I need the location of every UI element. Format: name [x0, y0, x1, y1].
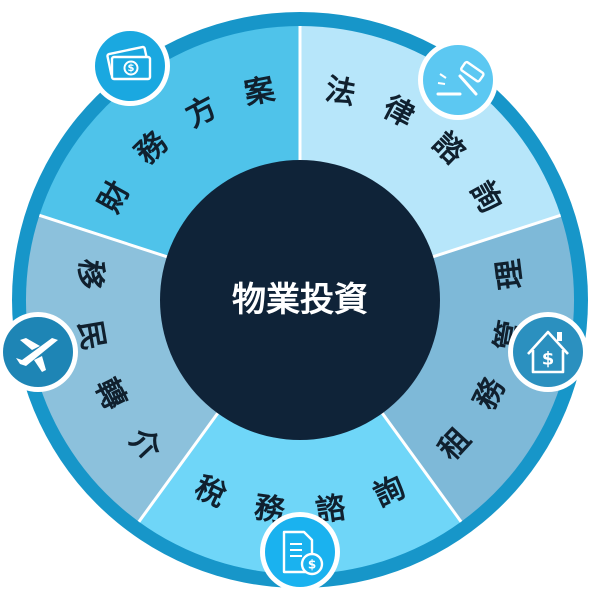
svg-text:$: $ — [308, 558, 316, 572]
svg-text:$: $ — [128, 63, 135, 74]
gavel-icon — [418, 40, 498, 120]
svg-text:$: $ — [542, 349, 555, 370]
money-icon: $ — [90, 26, 170, 106]
segment-label-char: 理 — [491, 257, 529, 291]
document-dollar-icon: $ — [260, 512, 340, 592]
airplane-icon — [0, 312, 78, 392]
icons-layer: $ $ $ — [0, 26, 588, 592]
segment-label-char: 法 — [322, 72, 358, 112]
segment-label-char: 民 — [71, 318, 111, 353]
segment-label-char: 移 — [70, 257, 108, 291]
house-dollar-icon: $ — [508, 312, 588, 392]
center-hub — [160, 160, 440, 440]
center-label: 物業投資 — [232, 280, 368, 320]
